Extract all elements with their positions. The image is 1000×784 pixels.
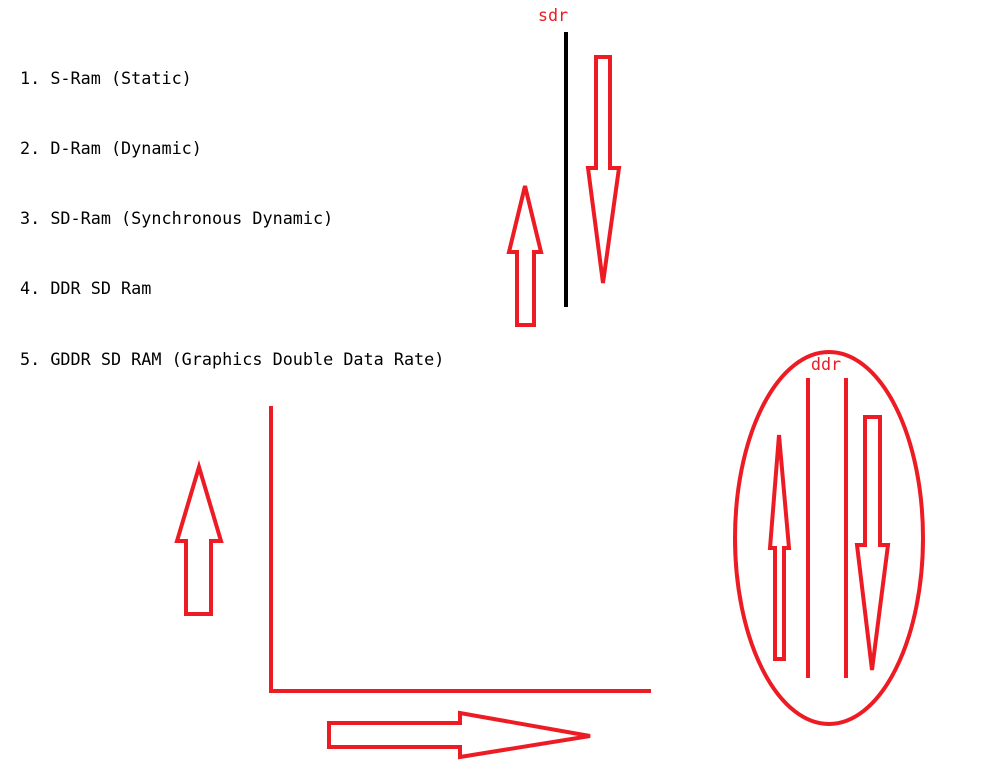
arrow-right-icon	[327, 710, 591, 760]
list-item-text: D-Ram (Dynamic)	[50, 138, 202, 159]
list-item: 2. D-Ram (Dynamic)	[20, 137, 444, 160]
list-item: 5. GDDR SD RAM (Graphics Double Data Rat…	[20, 348, 444, 371]
ddr-label: ddr	[811, 354, 841, 374]
list-item-text: DDR SD Ram	[50, 278, 152, 299]
arrow-down-icon	[854, 415, 891, 671]
list-item-number: 5.	[20, 348, 41, 369]
list-item: 1. S-Ram (Static)	[20, 67, 444, 90]
arrow-up-icon	[506, 185, 544, 327]
memory-type-list: 1. S-Ram (Static) 2. D-Ram (Dynamic) 3. …	[20, 20, 444, 395]
arrow-up-icon	[767, 434, 792, 661]
arrow-up-icon	[174, 459, 224, 616]
axes-diagram	[174, 406, 651, 760]
list-item-number: 2.	[20, 138, 41, 159]
list-item-text: S-Ram (Static)	[50, 67, 192, 88]
list-item-number: 1.	[20, 67, 41, 88]
axes-lines	[269, 406, 651, 693]
sdr-diagram: sdr	[506, 5, 622, 327]
list-item: 4. DDR SD Ram	[20, 277, 444, 300]
list-item-number: 3.	[20, 208, 41, 229]
list-item: 3. SD-Ram (Synchronous Dynamic)	[20, 207, 444, 230]
arrow-down-icon	[585, 55, 622, 284]
list-item-text: SD-Ram (Synchronous Dynamic)	[50, 208, 334, 229]
list-item-text: GDDR SD RAM (Graphics Double Data Rate)	[50, 348, 445, 369]
ddr-diagram: ddr	[733, 350, 925, 726]
sdr-label: sdr	[538, 5, 568, 25]
ddr-enclosure	[733, 350, 925, 726]
list-item-number: 4.	[20, 278, 41, 299]
